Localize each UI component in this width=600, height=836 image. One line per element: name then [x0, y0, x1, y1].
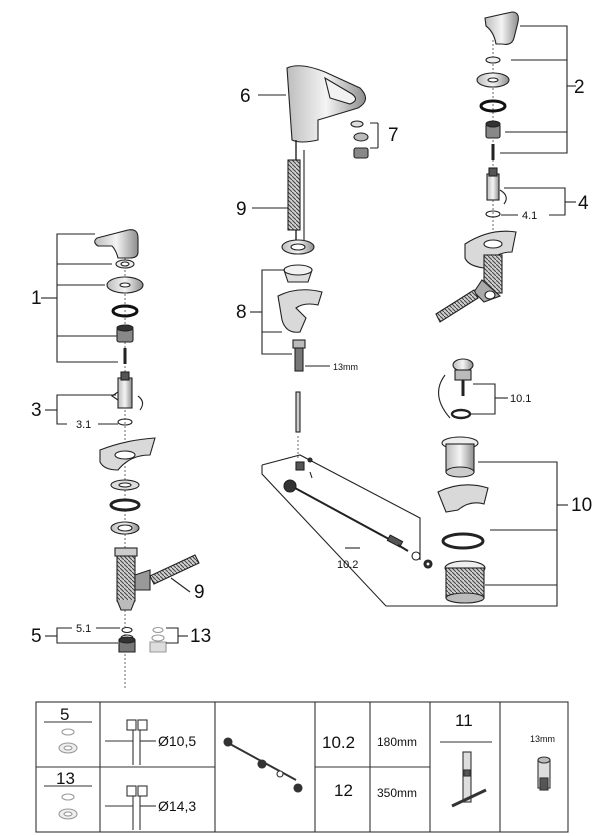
- spout-assembly: [250, 65, 379, 372]
- left-lever-handle: [94, 229, 139, 259]
- table-part-13: 13: [56, 769, 75, 788]
- table-rod-len-b: 350mm: [377, 786, 417, 800]
- table-rod-icon: [223, 737, 303, 793]
- right-hose: [435, 289, 479, 323]
- left-cartridge: [111, 371, 133, 409]
- callout-13: 13: [190, 626, 211, 647]
- right-lever-handle: [484, 11, 519, 45]
- callout-2: 2: [574, 77, 585, 98]
- table-tool-size: 13mm: [530, 734, 555, 744]
- popup-plug: [438, 358, 474, 420]
- callout-9-center: 9: [236, 199, 247, 220]
- pivot-rod-10-2: [283, 479, 409, 552]
- callout-8: 8: [236, 302, 247, 323]
- left-seal-ring: [117, 418, 133, 426]
- table-rod-part-b: 12: [334, 781, 353, 800]
- callout-10-2: 10.2: [337, 559, 358, 571]
- left-hose-9: [149, 554, 200, 585]
- callout-4: 4: [578, 193, 589, 214]
- callout-10: 10: [571, 495, 592, 516]
- table-part-5: 5: [60, 705, 69, 724]
- left-ring-5-1: [121, 626, 133, 634]
- right-handle-assembly: [435, 11, 576, 323]
- callout-9-left: 9: [194, 582, 205, 603]
- table-rod-part-a: 10.2: [322, 733, 355, 752]
- callout-7: 7: [388, 125, 399, 146]
- spout-body: [286, 65, 367, 143]
- table-wrench-icon: [537, 756, 551, 791]
- flex-hose-9: [287, 159, 301, 231]
- right-cartridge: [486, 173, 500, 201]
- wrench-size-label: 13mm: [333, 362, 358, 372]
- callout-3: 3: [31, 400, 42, 421]
- callout-labels: 1 2 3 3.1 4 4.1 5 5.1 6 7 8 9 9 10 10.1 …: [31, 77, 592, 647]
- drain-body: [437, 436, 489, 604]
- left-threaded-shank: [116, 552, 136, 602]
- table-tool-part: 11: [455, 711, 473, 730]
- table-tool-icon: [451, 751, 487, 808]
- table-rod-len-a: 180mm: [377, 735, 417, 749]
- table-diameter-2: Ø14,3: [158, 798, 196, 814]
- spout-c-bracket: [277, 289, 323, 333]
- callout-3-1: 3.1: [76, 419, 91, 431]
- aerator: [353, 147, 369, 159]
- left-thick-ring: [109, 498, 141, 512]
- table-labels: 5 13 Ø10,5 Ø14,3 10.2 180mm 12 350mm 11 …: [56, 705, 555, 814]
- drain-assembly: [261, 358, 568, 607]
- callout-6: 6: [240, 86, 251, 107]
- table-diameter-1: Ø10,5: [158, 733, 196, 749]
- left-o-ring: [111, 304, 139, 318]
- callout-1: 1: [31, 288, 42, 309]
- left-handle-assembly: [41, 229, 200, 690]
- callout-4-1: 4.1: [522, 210, 537, 222]
- callout-10-1: 10.1: [510, 393, 531, 405]
- callout-5-1: 5.1: [76, 623, 91, 635]
- callout-5: 5: [31, 626, 42, 647]
- spare-parts-table: [35, 701, 569, 833]
